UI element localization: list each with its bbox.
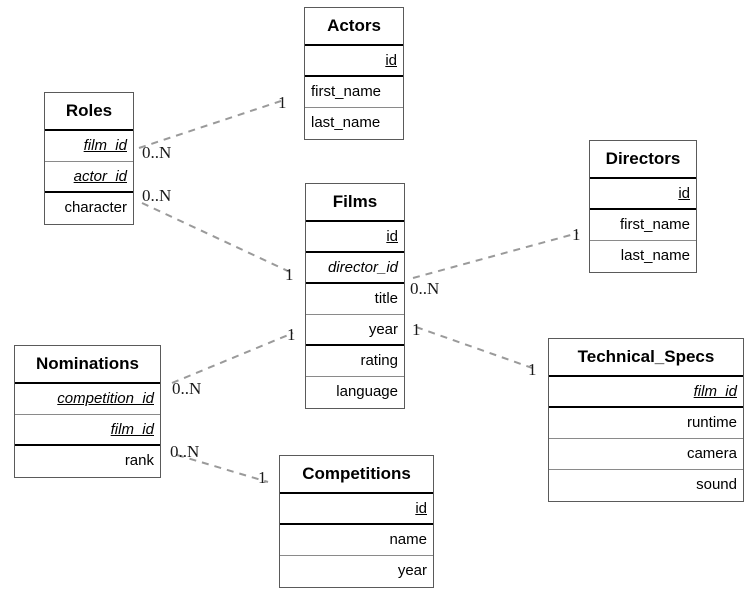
cardinality-label: 1 [528, 360, 537, 379]
attribute-label: year [397, 562, 427, 579]
attribute-label: first_name [619, 216, 690, 233]
attribute-label: film_id [693, 383, 737, 400]
entity-directors[interactable]: Directors id first_name last_name [589, 140, 697, 273]
relationship-line-films-directors [412, 232, 579, 279]
cardinality-label: 1 [572, 225, 581, 244]
attribute-label: rating [360, 352, 398, 369]
attribute-label: id [385, 52, 397, 69]
attribute-label: id [678, 185, 690, 202]
attribute-row[interactable]: camera [549, 439, 743, 470]
attribute-label: character [64, 199, 127, 216]
attribute-row[interactable]: actor_id [45, 162, 133, 193]
attribute-label: actor_id [73, 168, 127, 185]
entity-roles[interactable]: Roles film_id actor_id character [44, 92, 134, 225]
attribute-label: film_id [83, 137, 127, 154]
relationship-line-roles-films [141, 202, 291, 273]
attribute-label: id [386, 228, 398, 245]
attribute-label: name [389, 531, 427, 548]
entity-title-actors: Actors [305, 8, 403, 46]
relationship-line-roles-actors [138, 100, 282, 149]
attribute-label: rank [124, 452, 154, 469]
attribute-row[interactable]: title [306, 284, 404, 315]
attribute-row[interactable]: id [590, 179, 696, 210]
attribute-label: title [374, 290, 398, 307]
attribute-label: director_id [327, 259, 398, 276]
attribute-label: film_id [110, 421, 154, 438]
entity-title-nominations: Nominations [15, 346, 160, 384]
attribute-label: runtime [686, 414, 737, 431]
cardinality-label: 1 [285, 265, 294, 284]
attribute-row[interactable]: id [305, 46, 403, 77]
attribute-label: sound [696, 476, 737, 493]
attribute-row[interactable]: rank [15, 446, 160, 477]
cardinality-label: 0..N [142, 143, 172, 162]
attribute-row[interactable]: film_id [549, 377, 743, 408]
attribute-label: camera [686, 445, 737, 462]
cardinality-label: 0..N [170, 442, 200, 461]
relationship-line-nominations-films [171, 332, 294, 384]
cardinality-label: 0..N [142, 186, 172, 205]
attribute-row[interactable]: character [45, 193, 133, 224]
cardinality-label: 1 [278, 93, 287, 112]
attribute-row[interactable]: film_id [15, 415, 160, 446]
attribute-label: language [336, 383, 398, 400]
attribute-row[interactable]: sound [549, 470, 743, 501]
entity-competitions[interactable]: Competitions id name year [279, 455, 434, 588]
attribute-label: last_name [620, 247, 690, 264]
cardinality-label: 0..N [172, 379, 202, 398]
attribute-label: competition_id [57, 390, 154, 407]
attribute-row[interactable]: competition_id [15, 384, 160, 415]
attribute-row[interactable]: first_name [590, 210, 696, 241]
cardinality-label: 1 [287, 325, 296, 344]
relationship-line-films-technical_specs [415, 326, 539, 371]
attribute-row[interactable]: id [306, 222, 404, 253]
attribute-row[interactable]: year [280, 556, 433, 587]
attribute-label: last_name [311, 114, 381, 131]
entity-title-technical_specs: Technical_Specs [549, 339, 743, 377]
attribute-row[interactable]: last_name [590, 241, 696, 272]
cardinality-label: 0..N [410, 279, 440, 298]
attribute-row[interactable]: rating [306, 346, 404, 377]
entity-title-competitions: Competitions [280, 456, 433, 494]
cardinality-label: 1 [258, 468, 267, 487]
entity-title-directors: Directors [590, 141, 696, 179]
attribute-label: first_name [311, 83, 382, 100]
entity-title-roles: Roles [45, 93, 133, 131]
attribute-label: id [415, 500, 427, 517]
attribute-label: year [368, 321, 398, 338]
attribute-row[interactable]: name [280, 525, 433, 556]
entity-title-films: Films [306, 184, 404, 222]
attribute-row[interactable]: director_id [306, 253, 404, 284]
attribute-row[interactable]: year [306, 315, 404, 346]
attribute-row[interactable]: film_id [45, 131, 133, 162]
attribute-row[interactable]: runtime [549, 408, 743, 439]
attribute-row[interactable]: first_name [305, 77, 403, 108]
attribute-row[interactable]: id [280, 494, 433, 525]
cardinality-label: 1 [412, 320, 421, 339]
attribute-row[interactable]: language [306, 377, 404, 408]
attribute-row[interactable]: last_name [305, 108, 403, 139]
